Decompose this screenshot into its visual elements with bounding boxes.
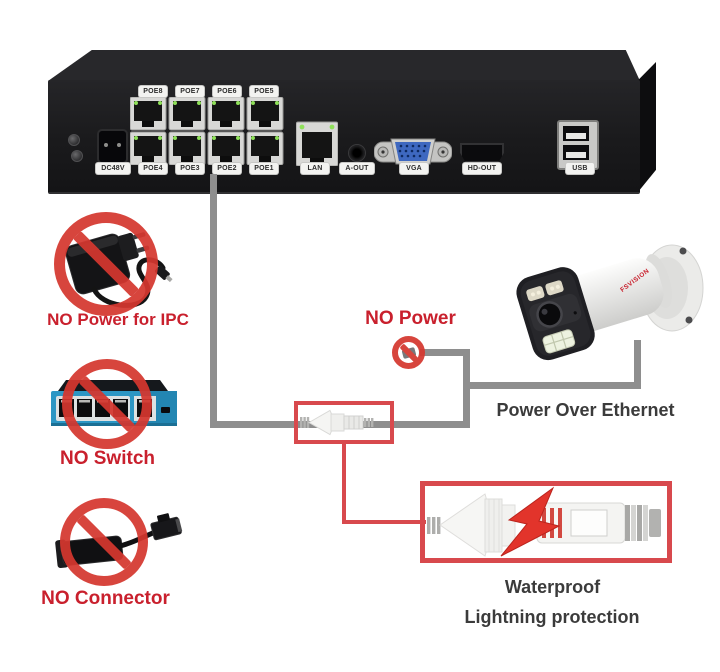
port-label-poe5: POE5 [250,86,278,97]
poe-port-block [130,97,284,165]
port-label-poe3: POE3 [176,163,204,174]
nvr-top-face [48,50,640,81]
lightning-protection-label: Lightning protection [464,607,640,627]
hdmi-port [460,143,504,163]
port-label-aout: A-OUT [340,163,374,174]
port-label-poe1: POE1 [250,163,278,174]
no-symbol-icon [54,212,158,316]
callout-line-vertical [342,444,346,524]
port-label-dc48v: DC48V [96,163,130,174]
no-power-for-ipc-label: NO Power for IPC [47,310,189,329]
lightning-bolt-icon [500,486,561,557]
ethernet-cable-from-nvr [210,174,217,428]
no-symbol-icon [60,498,148,586]
ip-camera-illustration: FSVISION [516,244,704,361]
camera-body: FSVISION [516,254,672,361]
ethernet-cable-to-camera [463,382,641,389]
lan-port [296,121,338,166]
port-label-poe2: POE2 [213,163,241,174]
callout-line-horizontal [342,520,426,524]
usb-slot [563,145,589,160]
port-label-poe7: POE7 [176,86,204,97]
no-switch-label: NO Switch [59,448,155,469]
waterproof-connector-small [300,409,374,436]
port-label-poe6: POE6 [213,86,241,97]
screw-icon [71,150,83,162]
no-symbol-icon [392,336,425,369]
power-over-ethernet-label: Power Over Ethernet [496,400,675,420]
usb-ports [557,120,599,170]
screw-icon [68,134,80,146]
port-label-poe8: POE8 [139,86,167,97]
usb-slot [563,126,589,141]
port-label-poe4: POE4 [139,163,167,174]
port-label-hdout: HD-OUT [463,163,501,174]
no-connector-label: NO Connector [41,588,170,609]
waterproof-lightning-callout-box [420,481,672,563]
dc-power-socket [97,129,128,164]
port-label-lan: LAN [301,163,329,174]
vga-port [374,138,452,165]
plug-icon [401,346,416,359]
ethernet-cable-no-power-stub [420,349,470,356]
audio-out-jack [349,145,365,161]
port-label-usb: USB [566,163,594,174]
waterproof-label: Waterproof [504,577,601,597]
camera-lens [536,301,563,328]
port-label-vga: VGA [400,163,428,174]
waterproof-connector-large [427,486,661,557]
waterproof-connector-callout-box [294,401,394,444]
no-power-label: NO Power [365,308,456,329]
ethernet-cable-camera-drop [634,340,641,389]
no-symbol-icon [62,359,152,449]
nvr-side-face [638,62,656,192]
